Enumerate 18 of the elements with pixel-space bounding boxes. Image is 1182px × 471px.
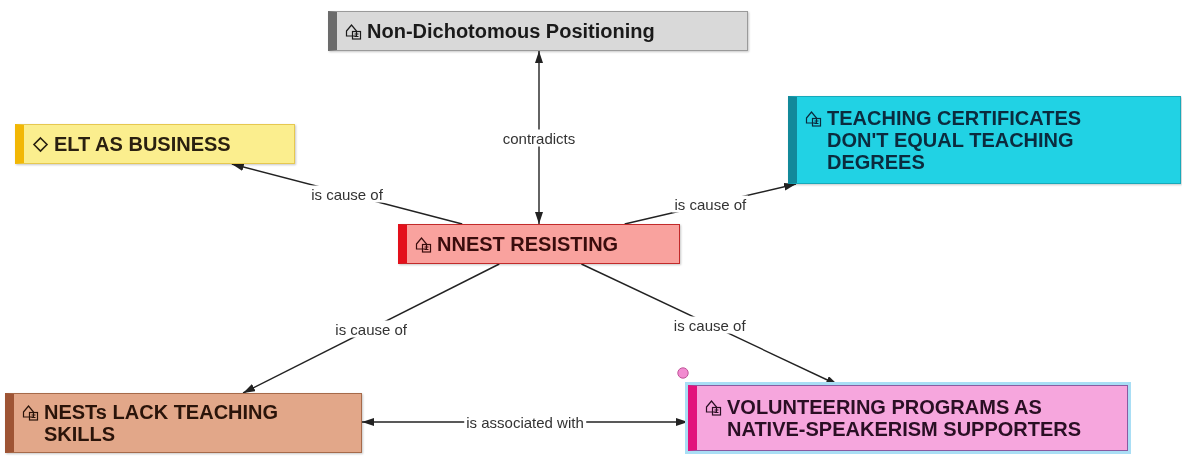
edge-label: contradicts — [500, 129, 578, 146]
concept-box — [328, 11, 748, 51]
concept-box — [15, 124, 295, 164]
concept-box — [788, 96, 1181, 184]
edge-label: is cause of — [671, 316, 748, 333]
concept-box — [398, 224, 680, 264]
edge-label: is cause of — [333, 320, 410, 337]
concept-label: Non-Dichotomous Positioning — [367, 20, 655, 42]
concept-box — [5, 393, 362, 453]
concept-label: VOLUNTEERING PROGRAMS AS NATIVE-SPEAKERISM SUPPORTERS — [727, 396, 1083, 440]
concept-label: NESTs LACK TEACHING SKILLS — [44, 401, 280, 445]
edge-label: is cause of — [672, 195, 749, 213]
arrow — [535, 50, 543, 225]
concept-label: ELT AS BUSINESS — [54, 133, 231, 155]
concept-box — [688, 385, 1128, 451]
edge-label: is cause of — [309, 185, 385, 203]
concept-label: NNEST RESISTING — [437, 233, 619, 255]
concept-label: TEACHING CERTIFICATES DON'T EQUAL TEACHING DEGREES — [827, 107, 1083, 173]
